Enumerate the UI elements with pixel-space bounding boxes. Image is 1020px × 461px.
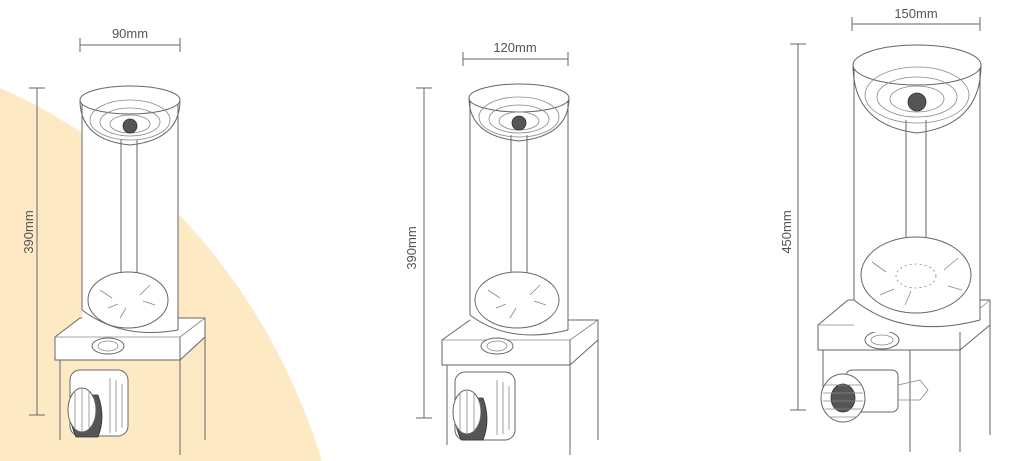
height-dimension-120: 390mm bbox=[404, 87, 432, 419]
width-label-150: 150mm bbox=[894, 6, 937, 21]
width-dimension-120: 120mm bbox=[462, 40, 569, 66]
reactor-120: 120mm 390mm bbox=[404, 40, 599, 455]
height-label-90: 390mm bbox=[21, 210, 36, 253]
reactor-150: 150mm 450mm bbox=[779, 6, 991, 452]
pump-150 bbox=[820, 369, 929, 423]
pump-90 bbox=[67, 369, 129, 438]
width-dimension-90: 90mm bbox=[79, 26, 181, 52]
height-dimension-150: 450mm bbox=[779, 43, 806, 411]
width-dimension-150: 150mm bbox=[851, 6, 981, 31]
top-strainer-150 bbox=[852, 44, 982, 134]
top-strainer-90 bbox=[79, 85, 181, 146]
top-strainer-120 bbox=[468, 83, 570, 142]
width-label-90: 90mm bbox=[112, 26, 148, 41]
reactor-90: 90mm 390mm bbox=[21, 26, 206, 455]
height-label-120: 390mm bbox=[404, 226, 419, 269]
height-dimension-90: 390mm bbox=[21, 87, 45, 416]
height-label-150: 450mm bbox=[779, 210, 794, 253]
bottom-disc-120 bbox=[474, 271, 560, 329]
bottom-disc-150 bbox=[860, 236, 972, 314]
bottom-disc-90 bbox=[87, 271, 169, 329]
width-label-120: 120mm bbox=[493, 40, 536, 55]
pump-120 bbox=[452, 371, 516, 441]
